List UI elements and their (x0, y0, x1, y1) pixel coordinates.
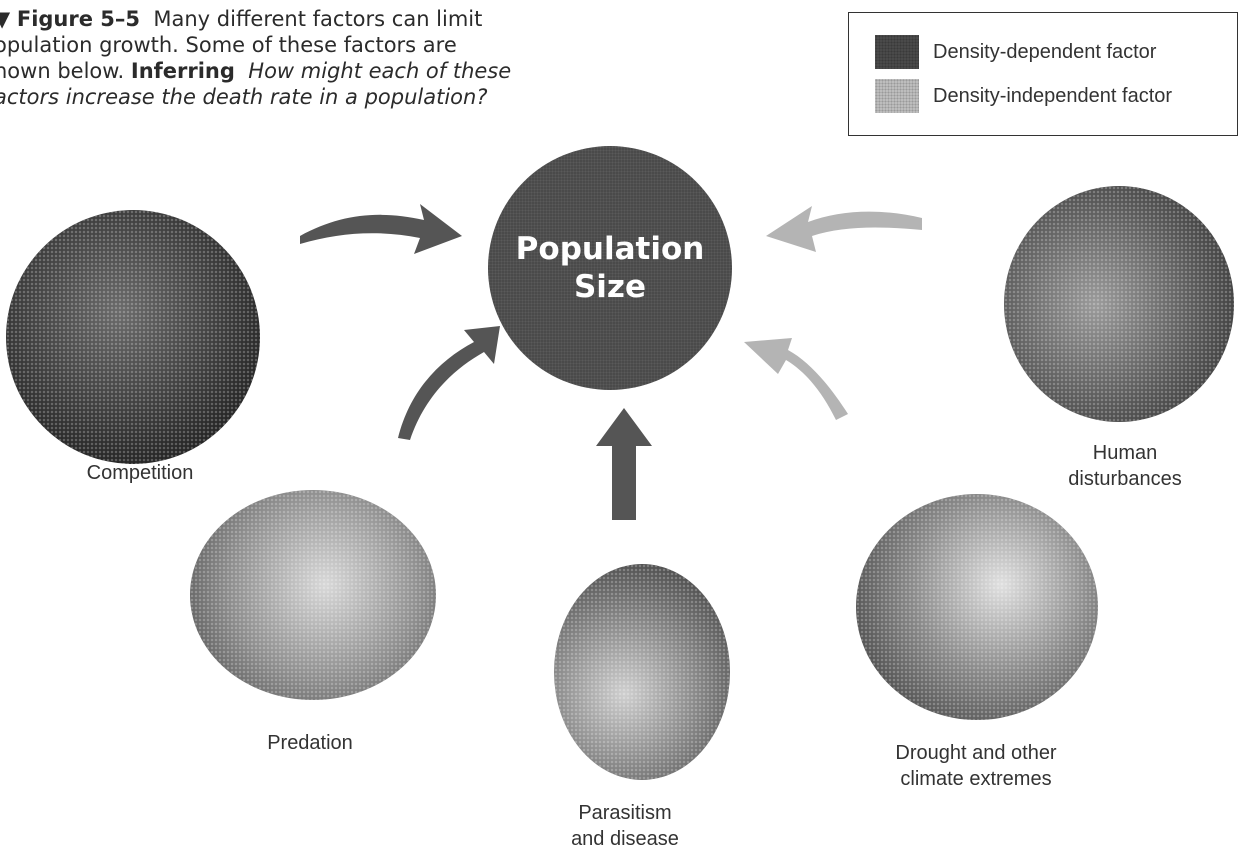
parasitism-photo (554, 564, 730, 780)
human-arrow (766, 206, 922, 252)
drought-label: Drought and other climate extremes (866, 740, 1086, 792)
population-size-node: Population Size (488, 146, 732, 390)
center-line-1: Population (516, 230, 705, 268)
predation-arrow (398, 326, 500, 440)
competition-label: Competition (70, 460, 210, 486)
competition-arrow (300, 204, 462, 254)
competition-photo (6, 210, 260, 464)
drought-photo (856, 494, 1098, 720)
predation-label: Predation (250, 730, 370, 756)
predation-photo (190, 490, 436, 700)
parasitism-arrow (596, 408, 652, 520)
human-label: Human disturbances (1050, 440, 1200, 492)
human-disturbance-photo (1004, 186, 1234, 422)
center-line-2: Size (574, 268, 646, 306)
parasitism-label: Parasitism and disease (560, 800, 690, 852)
drought-arrow (744, 338, 848, 420)
